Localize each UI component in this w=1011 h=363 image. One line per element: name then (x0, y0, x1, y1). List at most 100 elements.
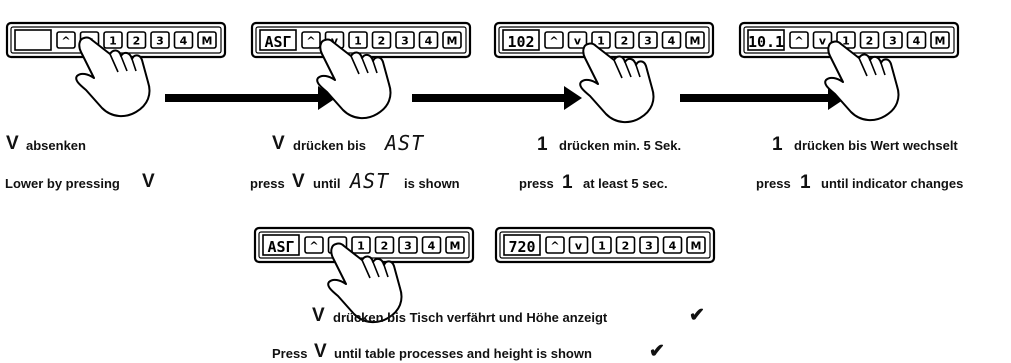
key-button[interactable] (150, 31, 170, 49)
display-window (502, 29, 540, 51)
key-button[interactable] (301, 31, 321, 49)
key-button[interactable] (883, 31, 903, 49)
key-label: M (935, 35, 946, 48)
key-label: v (331, 35, 339, 48)
key-button[interactable] (103, 31, 123, 49)
key-button[interactable] (686, 236, 706, 254)
down-key-symbol: V (272, 133, 285, 154)
key-label: 3 (889, 35, 897, 48)
key-button[interactable] (421, 236, 442, 254)
key-button[interactable] (859, 31, 880, 49)
check-icon: ✔ (649, 341, 665, 362)
key-button[interactable] (789, 31, 809, 49)
key-button[interactable] (615, 236, 636, 254)
key-button[interactable] (661, 31, 682, 49)
step2-german: drücken bis (293, 138, 366, 153)
final-english-press: Press (272, 346, 308, 361)
key-button[interactable] (614, 31, 635, 49)
key-button[interactable] (395, 31, 415, 49)
key-label: 4 (428, 240, 436, 253)
key-button[interactable] (639, 236, 659, 254)
key-button[interactable] (906, 31, 927, 49)
final-german: drücken bis Tisch verfährt und Höhe anze… (333, 310, 608, 325)
arrowhead-1 (318, 86, 336, 110)
key-label: 1 (598, 240, 606, 253)
key-label: 4 (913, 35, 921, 48)
key-1-symbol: 1 (800, 172, 811, 193)
display-window (259, 29, 297, 51)
key-button[interactable] (442, 31, 462, 49)
check-icon: ✔ (689, 305, 705, 326)
key-label: M (691, 240, 702, 253)
key-1-symbol: 1 (772, 134, 783, 155)
key-label: 4 (180, 35, 188, 48)
step4-german: drücken bis Wert wechselt (794, 138, 958, 153)
key-button[interactable] (567, 31, 588, 49)
key-label: 4 (425, 35, 433, 48)
final-english-rest: until table processes and height is show… (334, 346, 592, 361)
key-label: 2 (621, 35, 629, 48)
display-readout: ASΓ (264, 33, 291, 51)
key-label: 1 (842, 35, 850, 48)
key-button[interactable] (592, 236, 612, 254)
key-label: 3 (404, 240, 412, 253)
key-button[interactable] (351, 236, 371, 254)
key-button[interactable] (56, 31, 76, 49)
arrowhead-2 (564, 86, 582, 110)
key-button[interactable] (304, 236, 324, 254)
display-readout: 10.1 (748, 33, 784, 51)
key-label: v (575, 240, 583, 253)
key-label: ^ (306, 35, 315, 48)
key-label: 3 (401, 35, 409, 48)
step1-english: Lower by pressing (5, 176, 120, 191)
key-button[interactable] (812, 31, 833, 49)
display-window (14, 29, 52, 51)
key-button[interactable] (685, 31, 705, 49)
key-button[interactable] (545, 236, 565, 254)
key-button[interactable] (173, 31, 194, 49)
step2-english-until: until (313, 176, 341, 191)
key-label: 1 (109, 35, 117, 48)
step4-english-rest: until indicator changes (821, 176, 964, 191)
key-button[interactable] (398, 236, 418, 254)
key-button[interactable] (348, 31, 368, 49)
key-button[interactable] (544, 31, 564, 49)
step3-english-press: press (519, 176, 554, 191)
key-button[interactable] (591, 31, 611, 49)
display-window (262, 234, 300, 256)
key-button[interactable] (568, 236, 589, 254)
key-label: M (690, 35, 701, 48)
display-window (503, 234, 541, 256)
down-key-symbol: V (312, 305, 325, 326)
step3-english-rest: at least 5 sec. (583, 176, 668, 191)
key-label: 3 (156, 35, 164, 48)
key-button[interactable] (662, 236, 683, 254)
key-button[interactable] (197, 31, 217, 49)
key-label: 3 (645, 240, 653, 253)
key-button[interactable] (371, 31, 392, 49)
key-1-symbol: 1 (562, 172, 573, 193)
key-label: ^ (61, 35, 70, 48)
key-label: M (202, 35, 213, 48)
key-label: 2 (133, 35, 141, 48)
key-button[interactable] (638, 31, 658, 49)
key-label: ^ (309, 240, 318, 253)
key-button[interactable] (374, 236, 395, 254)
key-label: v (574, 35, 582, 48)
key-button[interactable] (445, 236, 465, 254)
key-button[interactable] (418, 31, 439, 49)
key-label: 1 (357, 240, 365, 253)
step4-english-press: press (756, 176, 791, 191)
display-readout: 720 (508, 238, 535, 256)
down-key-symbol: V (6, 133, 19, 154)
key-label: 1 (597, 35, 605, 48)
code-ast: AST (350, 169, 390, 193)
key-button[interactable] (930, 31, 950, 49)
key-button[interactable] (126, 31, 147, 49)
